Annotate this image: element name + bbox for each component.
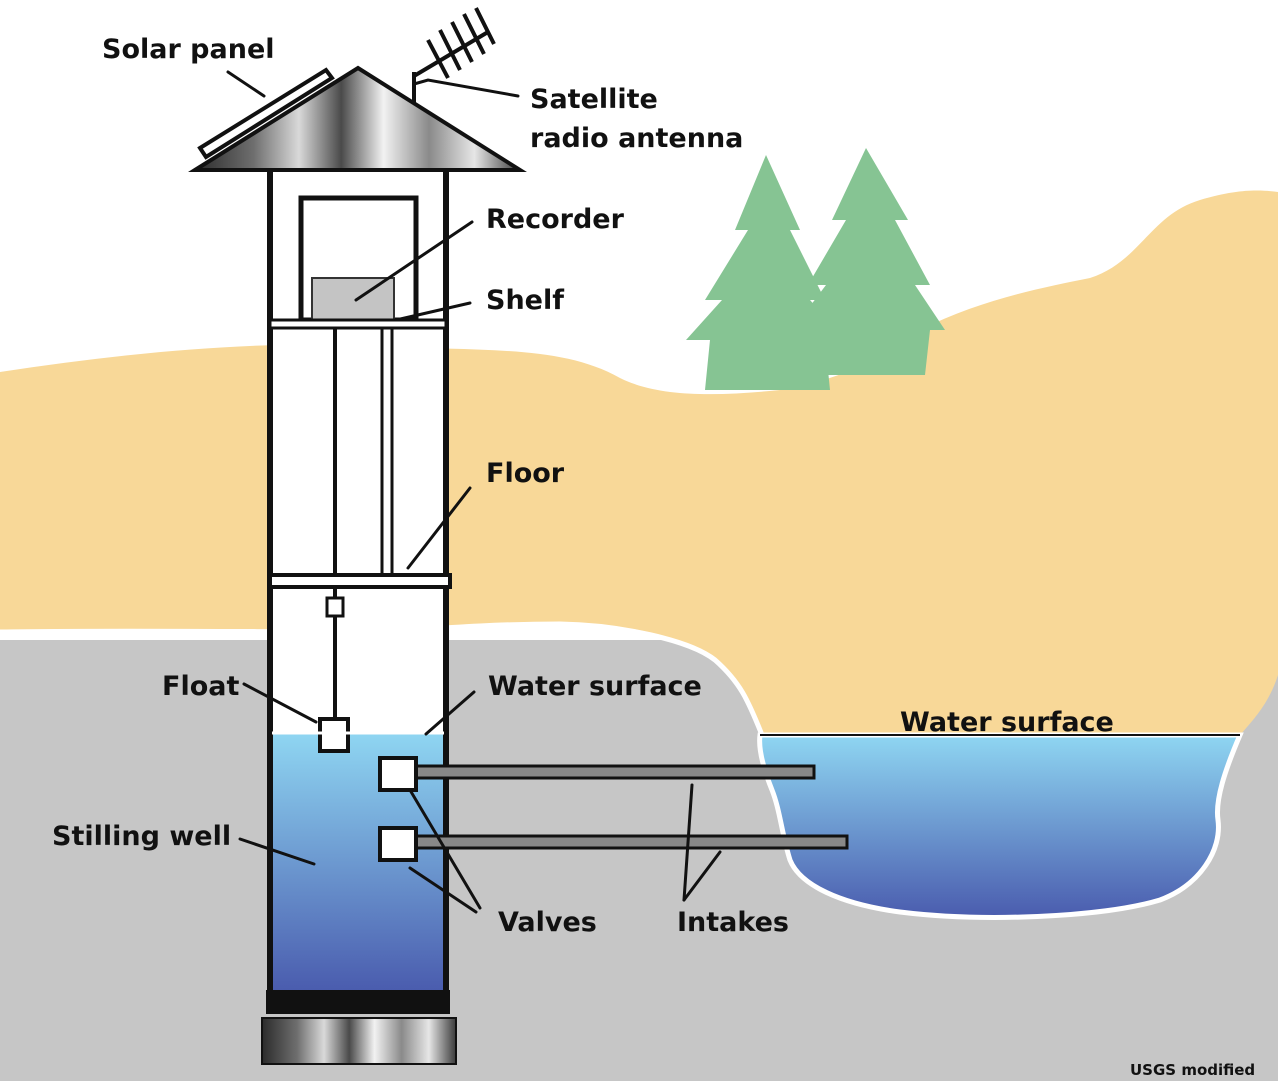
stream-water [757,732,1244,920]
counterweight [325,596,345,618]
label-solar-panel: Solar panel [102,34,275,65]
floor [268,573,452,589]
well-footing [261,1017,457,1065]
label-shelf: Shelf [486,285,564,316]
soil-bedrock-boundary [0,621,765,736]
intake-lower [413,834,849,850]
tree-right [792,148,945,375]
label-antenna-line2: radio antenna [530,123,743,154]
label-recorder: Recorder [486,204,625,235]
intake-upper [413,764,816,780]
float [318,717,350,753]
satellite-antenna [412,7,496,103]
label-credit: USGS modified [1130,1061,1255,1079]
roof [188,65,527,172]
label-water-surface-stream: Water surface [900,707,1114,738]
label-antenna-line1: Satellite [530,84,658,115]
label-stilling-well: Stilling well [52,821,231,852]
valve-lower [378,826,418,862]
label-valves: Valves [498,907,597,938]
label-float: Float [162,671,239,702]
label-floor: Floor [486,458,565,489]
label-water-surface-well: Water surface [488,671,702,702]
well-bottom [266,990,450,1014]
valve-upper [378,756,418,792]
shelf [268,318,448,330]
leader-lines [226,70,722,914]
intakes [378,756,849,862]
label-intakes: Intakes [677,907,789,938]
tree-left [686,155,845,390]
solar-panel [197,67,335,160]
labels: Solar panel Satellite radio antenna Reco… [52,34,1255,1079]
